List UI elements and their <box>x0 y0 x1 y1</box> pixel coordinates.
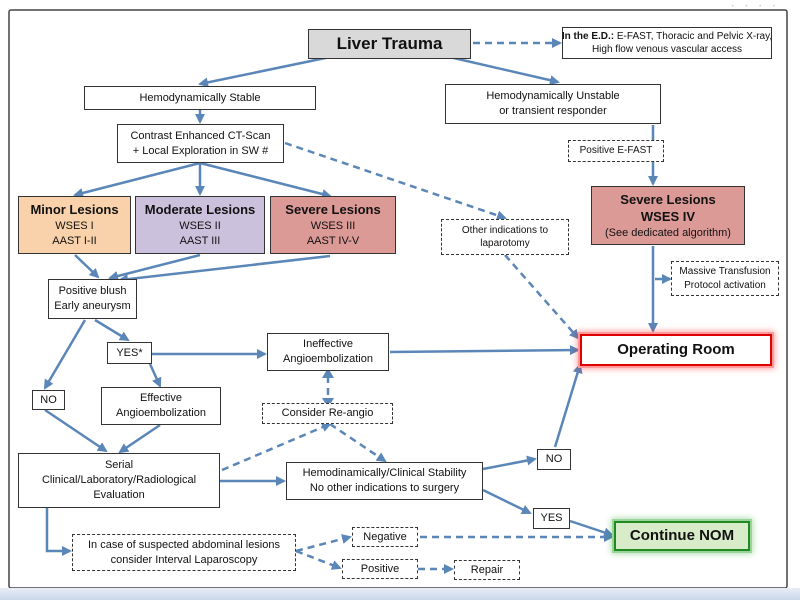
arrow-ct-to-other-indications <box>284 141 507 221</box>
hemodynamically-unstable-box: Hemodynamically Unstable or transient re… <box>445 84 661 124</box>
severe4-title1: Severe Lesions <box>620 191 716 207</box>
yes-star-box: YES* <box>107 342 152 364</box>
moderate-title: Moderate Lesions <box>144 202 256 218</box>
arrow-effective-to-serial <box>118 423 161 454</box>
ed-line1: E-FAST, Thoracic and Pelvic X-ray, <box>616 30 773 42</box>
minor-title: Minor Lesions <box>30 202 119 218</box>
arrow-laparoscopy-to-positive <box>295 549 342 570</box>
ineffective-line1: Ineffective <box>303 338 353 351</box>
arrow-laparoscopy-to-negative <box>295 534 352 553</box>
moderate-line2: AAST III <box>179 234 221 247</box>
arrow-serial-to-reangio <box>221 422 332 472</box>
effective-line1: Effective <box>140 392 182 405</box>
stability-line2: No other indications to surgery <box>309 482 460 494</box>
ct-line2: + Local Exploration in SW # <box>132 144 269 157</box>
severe4-line: (See dedicated algorithm) <box>605 226 731 239</box>
negative-box: Negative <box>352 527 418 547</box>
arrow-yes-to-effective <box>148 363 162 388</box>
serial-evaluation-box: Serial Clinical/Laboratory/Radiological … <box>18 453 220 508</box>
arrow-ct-to-severe <box>199 161 332 199</box>
consider-reangio-box: Consider Re-angio <box>262 403 393 424</box>
stability-line1: Hemodinamically/Clinical Stability <box>302 467 467 480</box>
arrow-blush-to-yes <box>94 318 130 342</box>
window-bottom-bar <box>0 588 800 600</box>
blush-line1: Positive blush <box>58 285 127 298</box>
arrow-no-to-or <box>553 363 583 448</box>
minor-lesions-box: Minor Lesions WSES I AAST I-II <box>18 196 131 254</box>
liver-trauma-title: Liver Trauma <box>308 29 471 59</box>
severe-wses-iv-box: Severe Lesions WSES IV (See dedicated al… <box>591 186 745 245</box>
massive-line1: Massive Transfusion <box>679 266 771 277</box>
serial-line3: Evaluation <box>93 488 145 501</box>
yes-right-box: YES <box>533 508 570 529</box>
positive-box: Positive <box>342 559 418 579</box>
continue-nom-box: Continue NOM <box>614 521 750 551</box>
ineffective-angioembolization-box: Ineffective Angioembolization <box>267 333 389 371</box>
arrow-stability-to-yes <box>482 488 532 515</box>
operating-room-box: Operating Room <box>580 334 772 366</box>
arrow-reangio-to-stability <box>329 422 387 463</box>
other-line2: laparotomy <box>480 238 530 249</box>
ct-line1: Contrast Enhanced CT-Scan <box>130 129 271 142</box>
arrow-serial-to-laparoscopy <box>45 508 72 556</box>
other-indications-box: Other indications to laparotomy <box>441 219 569 255</box>
massive-line2: Protocol activation <box>684 279 766 291</box>
positive-blush-box: Positive blush Early aneurysm <box>48 279 137 319</box>
arrow-blush-to-no <box>43 319 87 390</box>
arrow-no-to-serial <box>44 408 108 453</box>
arrowhead-up <box>322 368 334 378</box>
effective-angioembolization-box: Effective Angioembolization <box>101 387 221 425</box>
arrow-yes-to-nom <box>569 519 614 538</box>
arrow-ct-to-minor <box>73 161 201 198</box>
arrow-ineffective-to-or <box>389 345 580 356</box>
massive-transfusion-box: Massive Transfusion Protocol activation <box>671 261 779 296</box>
stability-box: Hemodinamically/Clinical Stability No ot… <box>286 462 483 500</box>
laparoscopy-line1: In case of suspected abdominal lesions <box>87 538 280 551</box>
other-line1: Other indications to <box>461 224 549 236</box>
unstable-line2: or transient responder <box>499 105 607 117</box>
unstable-line1: Hemodynamically Unstable <box>486 90 620 103</box>
minor-line2: AAST I-II <box>52 234 97 247</box>
laparoscopy-line2: consider Interval Laparoscopy <box>110 553 258 566</box>
interval-laparoscopy-box: In case of suspected abdominal lesions c… <box>72 534 296 571</box>
arrow-title-to-stable <box>198 54 336 88</box>
arrow-stability-to-no <box>482 455 537 471</box>
ed-line2: High flow venous vascular access <box>591 44 743 55</box>
ed-procedures-box: In the E.D.: E-FAST, Thoracic and Pelvic… <box>562 27 772 59</box>
arrow-severe-to-blush <box>118 254 331 285</box>
hemodynamically-stable-box: Hemodynamically Stable <box>84 86 316 110</box>
effective-line2: Angioembolization <box>116 407 206 419</box>
arrow-minor-to-blush <box>74 254 100 279</box>
positive-efast-box: Positive E-FAST <box>568 140 664 162</box>
severe-line2: AAST IV-V <box>306 234 360 247</box>
ct-scan-box: Contrast Enhanced CT-Scan + Local Explor… <box>117 124 284 163</box>
severe4-title2: WSES IV <box>640 209 696 225</box>
severe-title: Severe Lesions <box>285 202 381 218</box>
ed-heading: In the E.D.: <box>561 30 615 42</box>
severe-lesions-box: Severe Lesions WSES III AAST IV-V <box>270 196 396 254</box>
decorative-dots: • • • • <box>731 4 780 10</box>
ineffective-line2: Angioembolization <box>283 353 373 365</box>
blush-line2: Early aneurysm <box>54 300 131 312</box>
serial-line2: Clinical/Laboratory/Radiological <box>41 474 197 487</box>
severe-line1: WSES III <box>310 219 356 232</box>
no-right-box: NO <box>537 449 571 470</box>
no-left-box: NO <box>32 390 65 410</box>
arrow-title-to-unstable <box>444 54 560 86</box>
minor-line1: WSES I <box>55 219 94 232</box>
arrow-moderate-to-blush <box>108 253 201 281</box>
moderate-line1: WSES II <box>179 219 221 232</box>
arrow-other-indications-to-or <box>504 254 580 340</box>
moderate-lesions-box: Moderate Lesions WSES II AAST III <box>135 196 265 254</box>
serial-line1: Serial <box>104 459 134 472</box>
repair-box: Repair <box>454 560 520 580</box>
